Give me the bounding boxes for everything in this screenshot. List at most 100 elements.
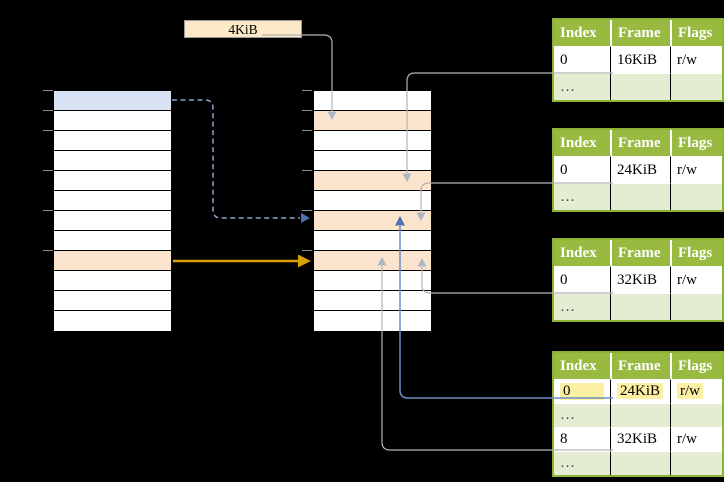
cell-flags <box>670 73 722 100</box>
header-flags: Flags <box>670 130 722 156</box>
table-row-ellipsis: … <box>554 403 722 427</box>
cell-index: … <box>554 403 610 427</box>
cell-flags: r/w <box>670 266 722 293</box>
table-row: 0 32KiB r/w <box>554 266 722 293</box>
tick-mark <box>43 110 53 111</box>
header-index: Index <box>554 130 610 156</box>
tick-mark <box>43 170 53 171</box>
physical-frame-cell <box>314 131 431 151</box>
tick-mark <box>302 130 312 131</box>
header-frame: Frame <box>610 20 670 46</box>
cell-index: 0 <box>554 46 610 73</box>
virtual-page-cell <box>54 111 171 131</box>
physical-frame-cell <box>314 311 431 331</box>
cell-index: … <box>554 183 610 210</box>
virtual-page-cell <box>54 231 171 251</box>
cell-frame: 32KiB <box>610 427 670 451</box>
table-row-ellipsis: … <box>554 451 722 475</box>
tick-mark <box>302 110 312 111</box>
physical-frame-cell <box>314 231 431 251</box>
tick-mark <box>302 170 312 171</box>
highlighted-value: r/w <box>677 383 703 399</box>
header-flags: Flags <box>670 240 722 266</box>
cell-index: … <box>554 73 610 100</box>
page-directory: Index Frame Flags 0 24KiB r/w … 8 32KiB … <box>552 351 724 477</box>
cell-index: 0 <box>554 266 610 293</box>
table-row-ellipsis: … <box>554 293 722 320</box>
tick-mark <box>43 90 53 91</box>
physical-frame-cell-used <box>314 171 431 191</box>
virtual-page-cell <box>54 291 171 311</box>
page-size-label: 4KiB <box>184 20 302 38</box>
physical-frame-cell-used <box>314 251 431 271</box>
table-row-highlighted: 0 24KiB r/w <box>554 379 722 403</box>
cell-flags: r/w <box>670 379 722 403</box>
page-table-32kib: Index Frame Flags 0 32KiB r/w … <box>552 238 724 322</box>
cell-frame <box>610 451 670 475</box>
cell-flags: r/w <box>670 46 722 73</box>
table-row: 0 24KiB r/w <box>554 156 722 183</box>
virtual-page-cell <box>54 151 171 171</box>
tick-mark <box>43 210 53 211</box>
cell-frame <box>610 293 670 320</box>
arrow-virtual-page-to-frame-dashed <box>172 99 310 223</box>
physical-frame-cell <box>314 151 431 171</box>
table-row-ellipsis: … <box>554 183 722 210</box>
arrow-mapped-page-to-frame-gold <box>173 254 311 268</box>
header-frame: Frame <box>610 130 670 156</box>
cell-flags <box>670 403 722 427</box>
physical-memory-column <box>313 90 432 331</box>
cell-frame: 32KiB <box>610 266 670 293</box>
physical-frame-cell <box>314 271 431 291</box>
cell-frame <box>610 183 670 210</box>
virtual-page-cell <box>54 191 171 211</box>
tick-mark <box>302 90 312 91</box>
physical-frame-cell-used <box>314 111 431 131</box>
table-header-row: Index Frame Flags <box>554 353 722 379</box>
table-row-ellipsis: … <box>554 73 722 100</box>
header-index: Index <box>554 20 610 46</box>
cell-frame: 24KiB <box>610 379 670 403</box>
virtual-page-cell <box>54 271 171 291</box>
table-header-row: Index Frame Flags <box>554 130 722 156</box>
virtual-page-cell-mapped <box>54 251 171 271</box>
table-row: 8 32KiB r/w <box>554 427 722 451</box>
header-flags: Flags <box>670 20 722 46</box>
cell-flags: r/w <box>670 427 722 451</box>
tick-mark <box>43 250 53 251</box>
cell-index: 0 <box>554 379 610 403</box>
header-index: Index <box>554 353 610 379</box>
virtual-page-cell <box>54 211 171 231</box>
cell-flags: r/w <box>670 156 722 183</box>
highlighted-value: 24KiB <box>617 383 664 399</box>
cell-frame <box>610 403 670 427</box>
physical-frame-cell <box>314 191 431 211</box>
header-index: Index <box>554 240 610 266</box>
virtual-page-cell <box>54 131 171 151</box>
virtual-page-cell <box>54 171 171 191</box>
table-header-row: Index Frame Flags <box>554 20 722 46</box>
header-frame: Frame <box>610 240 670 266</box>
table-row: 0 16KiB r/w <box>554 46 722 73</box>
tick-mark <box>302 250 312 251</box>
cell-frame: 16KiB <box>610 46 670 73</box>
virtual-page-cell <box>54 311 171 331</box>
cell-flags <box>670 451 722 475</box>
cell-index: … <box>554 293 610 320</box>
cell-index: … <box>554 451 610 475</box>
header-flags: Flags <box>670 353 722 379</box>
cell-flags <box>670 183 722 210</box>
cell-flags <box>670 293 722 320</box>
page-table-24kib: Index Frame Flags 0 24KiB r/w … <box>552 128 724 212</box>
physical-frame-cell <box>314 91 431 111</box>
cell-frame <box>610 73 670 100</box>
page-table-16kib: Index Frame Flags 0 16KiB r/w … <box>552 18 724 102</box>
tick-mark <box>302 210 312 211</box>
cell-frame: 24KiB <box>610 156 670 183</box>
cell-index: 0 <box>554 156 610 183</box>
cell-index: 8 <box>554 427 610 451</box>
virtual-page-cell-selected <box>54 91 171 111</box>
physical-frame-cell <box>314 291 431 311</box>
tick-mark <box>43 130 53 131</box>
